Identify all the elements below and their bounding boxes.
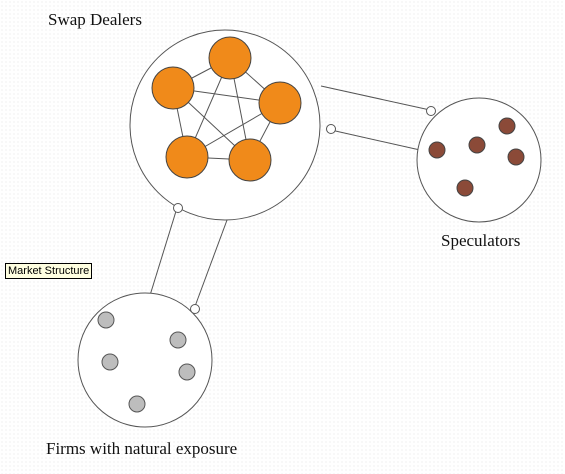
connector-end-dot — [426, 106, 436, 116]
firm-node — [97, 311, 115, 329]
dealer-node — [165, 135, 209, 179]
tooltip: Market Structure — [5, 263, 93, 279]
dealer-node — [228, 138, 272, 182]
firm-node — [128, 395, 146, 413]
connector-end-dot — [326, 124, 336, 134]
connector-end-dot — [190, 304, 200, 314]
firms-label: Firms with natural exposure — [46, 439, 238, 458]
connector-line — [193, 211, 231, 310]
firm-node — [101, 353, 119, 371]
connector-ends — [173, 106, 436, 314]
connector-line — [330, 129, 421, 151]
firm-node — [169, 331, 187, 349]
dealer-nodes — [151, 36, 302, 182]
speculator-node — [428, 141, 446, 159]
speculator-node — [498, 117, 516, 135]
firms-circle — [77, 292, 213, 428]
speculator-node — [468, 136, 486, 154]
speculator-node — [507, 148, 525, 166]
connector-line — [320, 85, 431, 111]
speculators-label: Speculators — [441, 231, 521, 250]
link-dealers-speculators — [320, 85, 431, 151]
dealer-node — [208, 36, 252, 80]
speculator-nodes — [428, 117, 525, 197]
dealer-node — [151, 66, 195, 110]
swap-dealers-label: Swap Dealers — [48, 10, 142, 29]
firm-nodes — [97, 311, 196, 413]
dealer-node — [258, 81, 302, 125]
speculator-node — [456, 179, 474, 197]
connector-end-dot — [173, 203, 183, 213]
firm-node — [178, 363, 196, 381]
